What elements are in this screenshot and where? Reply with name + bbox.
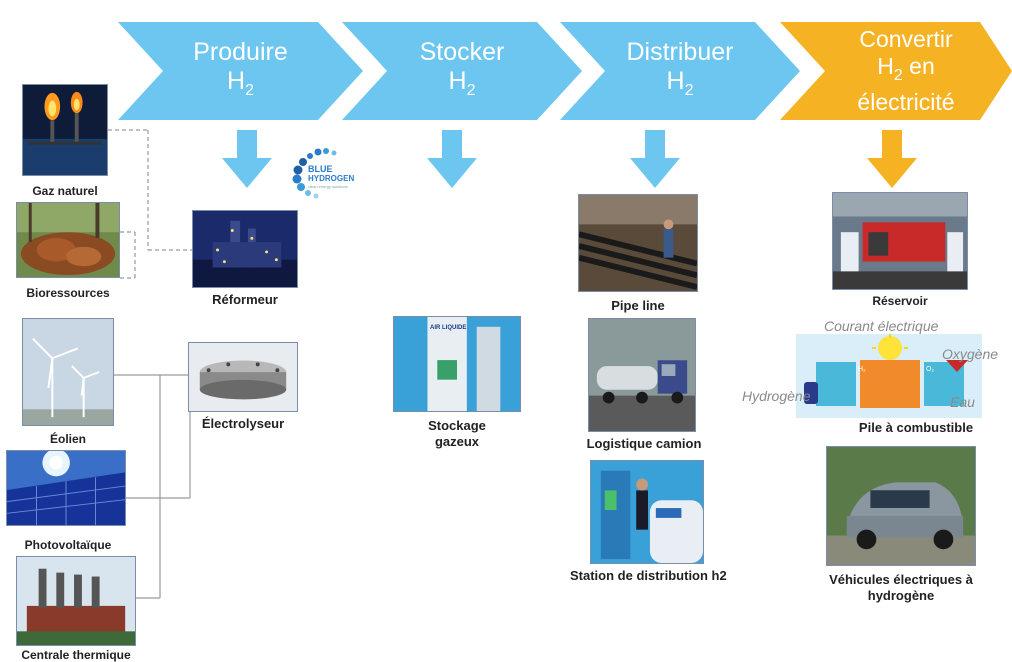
step-stocker-title: Stocker (419, 37, 505, 66)
stockage-gazeux-label-1: Stockage (428, 418, 486, 433)
step-produire: Produire H2 (118, 22, 363, 120)
reservoir-photo (832, 192, 968, 290)
pile-combustible-diagram: H₂ O₂ (796, 334, 982, 418)
step-convertir-title: Convertir (859, 26, 953, 52)
gaz-naturel-photo (22, 84, 108, 176)
centrale-thermique-photo (16, 556, 136, 646)
step-distribuer-title: Distribuer (626, 37, 734, 66)
fc-oxygene-text: Oxygène (942, 346, 999, 362)
down-arrow-stocker (427, 130, 477, 188)
reformeur-photo (192, 210, 298, 288)
blue-hydrogen-logo: BLUE HYDROGEN clean energy solutions (288, 142, 360, 204)
fc-hydrogene-text: Hydrogène (742, 388, 811, 404)
step-convertir: Convertir H2 en électricité (780, 22, 1012, 120)
down-arrow-distribuer (630, 130, 680, 188)
logistique-camion-label: Logistique camion (586, 436, 702, 451)
fc-eau-text: Eau (950, 394, 975, 410)
gaz-naturel-label: Gaz naturel (32, 184, 98, 198)
step-convertir-suffix: en (902, 53, 935, 79)
down-arrow-produire (222, 130, 272, 188)
step-distribuer-sub: 2 (684, 81, 694, 99)
step-produire-title: Produire (193, 37, 288, 66)
step-distribuer-h: H (666, 66, 685, 95)
bioressources-photo (16, 202, 120, 278)
eolien-label: Éolien (49, 432, 86, 446)
eolien-photo (22, 318, 114, 426)
electrolyseur-photo (188, 342, 298, 412)
pipe-line-label: Pipe line (611, 298, 665, 313)
vehicules-photo (826, 446, 976, 566)
photovoltaique-label: Photovoltaïque (24, 538, 112, 552)
down-arrow-convertir (867, 130, 917, 188)
photovoltaique-photo (6, 450, 126, 526)
pile-combustible-label: Pile à combustible (858, 420, 974, 435)
logo-tagline: clean energy solutions (308, 184, 348, 189)
stockage-gazeux-label-2: gazeux (434, 434, 480, 449)
step-convertir-line3: électricité (857, 89, 955, 115)
electrolyseur-label: Électrolyseur (201, 416, 285, 431)
station-distribution-label: Station de distribution h2 (570, 568, 727, 583)
logo-blue-text: BLUE (308, 164, 333, 174)
station-distribution-photo (590, 460, 704, 564)
step-produire-sub: 2 (245, 81, 254, 99)
vehicules-label-1: Véhicules électriques à (829, 572, 973, 587)
reservoir-label: Réservoir (872, 294, 928, 308)
fc-courant-text: Courant électrique (824, 318, 939, 334)
step-convertir-sub: 2 (893, 67, 903, 84)
logo-hydrogen-text: HYDROGEN (308, 174, 355, 183)
fc-h2-text: H₂ (858, 366, 866, 373)
step-stocker-h: H (448, 66, 467, 95)
step-stocker-sub: 2 (466, 81, 476, 99)
fc-o2-text: O₂ (926, 366, 935, 373)
logistique-camion-photo (588, 318, 696, 432)
bioressources-label: Bioressources (26, 286, 110, 300)
pipe-line-photo (578, 194, 698, 292)
reformeur-label: Réformeur (212, 292, 278, 307)
step-distribuer: Distribuer H2 (560, 22, 800, 120)
stockage-tank-text: AIR LIQUIDE (430, 325, 467, 331)
step-convertir-h: H (877, 53, 894, 79)
step-produire-h: H (227, 66, 246, 95)
step-stocker: Stocker H2 (342, 22, 582, 120)
stockage-gazeux-photo: AIR LIQUIDE (393, 316, 521, 412)
centrale-thermique-label: Centrale thermique (21, 648, 131, 662)
vehicules-label-2: hydrogène (867, 588, 935, 603)
